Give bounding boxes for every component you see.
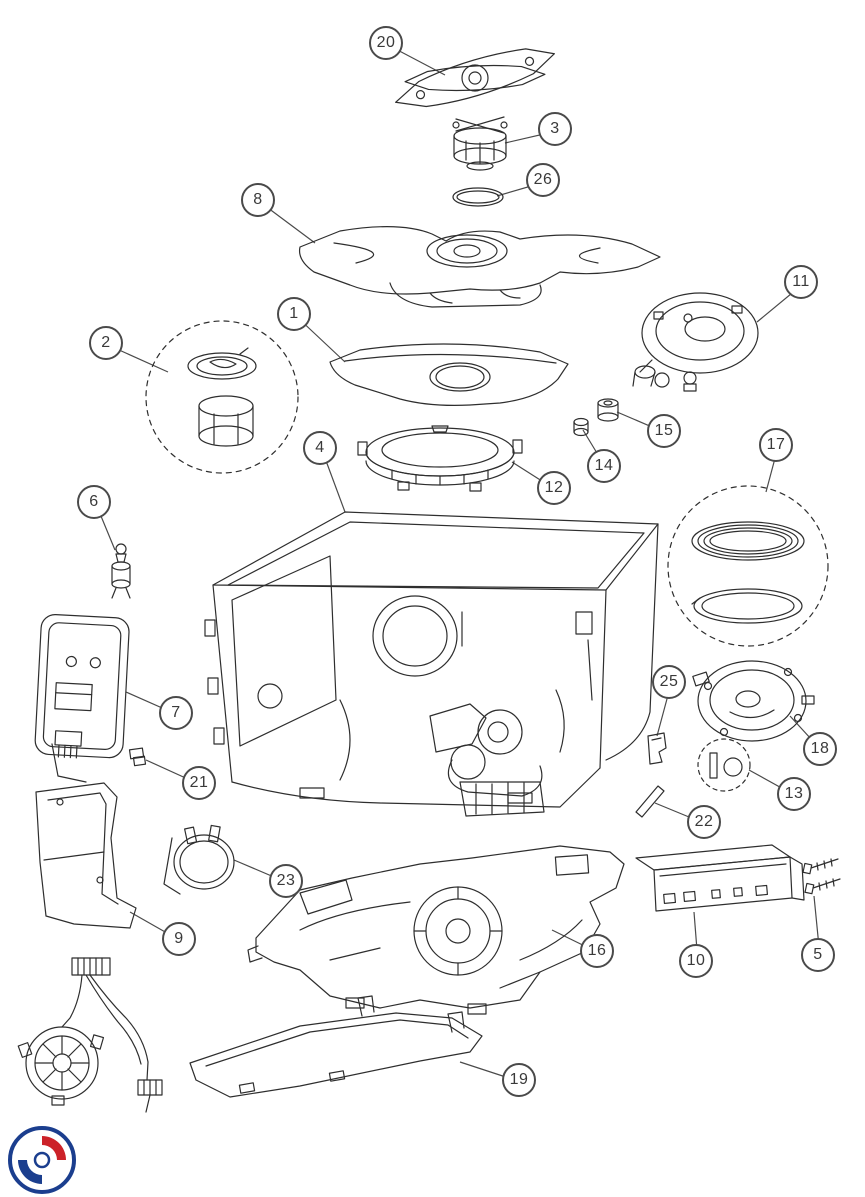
callout-9: 9 [162, 922, 196, 956]
callout-label: 12 [544, 479, 564, 496]
callout-26: 26 [526, 163, 560, 197]
callout-11: 11 [784, 265, 818, 299]
brand-logo [8, 1126, 76, 1194]
part-3-pump-motor [452, 116, 508, 171]
callout-19: 19 [502, 1063, 536, 1097]
callout-label: 23 [276, 872, 296, 889]
part-20-upper-spray-arm [395, 48, 555, 108]
callout-label: 20 [376, 34, 396, 51]
callout-label: 13 [784, 785, 804, 802]
part-2-filter-cup [145, 320, 299, 474]
part-12-support-collar [357, 425, 523, 492]
callout-18: 18 [803, 732, 837, 766]
callout-label: 6 [89, 493, 99, 510]
callout-label: 11 [792, 273, 810, 290]
callout-6: 6 [77, 485, 111, 519]
callout-22: 22 [687, 805, 721, 839]
part-25-clip [647, 732, 667, 765]
part-6-inlet-valve [111, 543, 131, 599]
callout-label: 19 [509, 1071, 529, 1088]
callout-8: 8 [241, 183, 275, 217]
part-18-pump-cover [692, 660, 815, 742]
callout-20: 20 [369, 26, 403, 60]
callout-14: 14 [587, 449, 621, 483]
callout-10: 10 [679, 944, 713, 978]
callout-25: 25 [652, 665, 686, 699]
part-15-spacer [597, 398, 619, 422]
part-10-control-board [635, 844, 805, 912]
part-9-side-bracket [35, 782, 137, 929]
callout-label: 8 [253, 191, 263, 208]
part-1-filter-plate [329, 343, 569, 406]
callout-21: 21 [182, 766, 216, 800]
callout-label: 9 [174, 930, 184, 947]
callout-label: 26 [533, 171, 553, 188]
callout-label: 15 [654, 422, 674, 439]
callout-label: 1 [289, 305, 299, 322]
part-26-o-ring [452, 187, 504, 207]
callout-1: 1 [277, 297, 311, 331]
part-17-door-gasket [667, 485, 829, 647]
part-23-hose-clamp [163, 824, 235, 895]
part-8-spray-support-assembly [298, 226, 661, 308]
part-5-screws [802, 858, 841, 895]
callout-12: 12 [537, 471, 571, 505]
callout-label: 3 [550, 120, 560, 137]
callout-label: 17 [766, 436, 786, 453]
callout-13: 13 [777, 777, 811, 811]
callout-label: 2 [101, 334, 111, 351]
callout-label: 18 [810, 740, 830, 757]
callout-4: 4 [303, 431, 337, 465]
callout-label: 22 [694, 813, 714, 830]
callout-16: 16 [580, 934, 614, 968]
leader-lines [95, 44, 823, 1083]
part-21-mount-clip [128, 747, 147, 767]
callout-label: 14 [594, 457, 614, 474]
part-4-tub [204, 511, 659, 817]
callout-15: 15 [647, 414, 681, 448]
part-19-toe-panel [189, 995, 483, 1098]
callout-7: 7 [159, 696, 193, 730]
part-22-strip [635, 785, 665, 818]
callout-label: 16 [587, 942, 607, 959]
part-11-sump-assembly [632, 292, 759, 392]
callout-3: 3 [538, 112, 572, 146]
callout-2: 2 [89, 326, 123, 360]
callout-label: 7 [171, 704, 181, 721]
callout-5: 5 [801, 938, 835, 972]
callout-label: 10 [686, 952, 706, 969]
callout-label: 25 [659, 673, 679, 690]
callout-label: 4 [315, 439, 325, 456]
part-16-base-pan [247, 845, 625, 1015]
part-13-indicator-piece [697, 738, 751, 792]
callout-label: 5 [813, 946, 823, 963]
motor-and-harness [17, 957, 163, 1113]
callout-label: 21 [189, 774, 209, 791]
part-14-grommet [573, 417, 589, 437]
part-7-side-unit [34, 614, 130, 783]
callout-17: 17 [759, 428, 793, 462]
callout-23: 23 [269, 864, 303, 898]
